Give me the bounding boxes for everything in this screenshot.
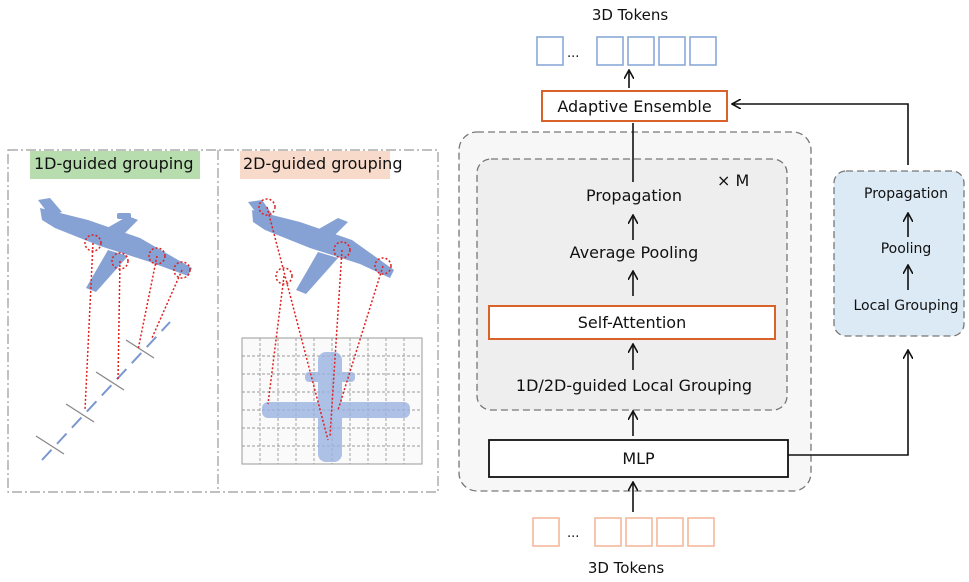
bottom-token-squares [532,517,715,547]
side-local-grouping-label: Local Grouping [853,298,959,314]
side-branch-box [833,170,965,337]
airplane-point-cloud-2d [248,200,394,294]
grouping-2d-label: 2D-guided grouping [243,154,403,173]
2d-projected-airplane [262,352,410,462]
peach-tag-bg [240,151,390,179]
top-ellipsis: ... [567,46,580,61]
top-tokens-label: 3D Tokens [591,6,669,24]
left-panel-border [7,149,439,493]
bottom-ellipsis: ... [567,526,580,541]
green-tag-bg [30,151,200,179]
1d-sequence-line [41,321,171,461]
local-grouping-label: 1D/2D-guided Local Grouping [515,376,753,395]
side-propagation-label: Propagation [864,186,948,202]
arrow-mlp-to-side-branch [788,351,908,456]
adaptive-ensemble-box [541,90,728,122]
arrow-side-to-ensemble [733,104,909,165]
self-attention-label: Self-Attention [577,313,687,332]
top-token-squares [536,36,717,66]
side-pooling-label: Pooling [880,241,932,257]
repeat-m-label: × M [717,171,750,190]
mlp-box [488,439,789,478]
1d-sticks [35,339,155,455]
bottom-tokens-label: 3D Tokens [587,559,665,577]
mlp-label: MLP [622,449,655,468]
inner-block [476,158,788,411]
adaptive-ensemble-label: Adaptive Ensemble [557,96,712,116]
1d-red-links [84,234,191,411]
propagation-label: Propagation [586,186,682,205]
grouping-1d-label: 1D-guided grouping [34,154,194,173]
airplane-point-cloud-1d [38,198,192,292]
average-pooling-label: Average Pooling [569,243,699,262]
self-attention-box [488,305,776,340]
2d-red-links [258,198,392,441]
